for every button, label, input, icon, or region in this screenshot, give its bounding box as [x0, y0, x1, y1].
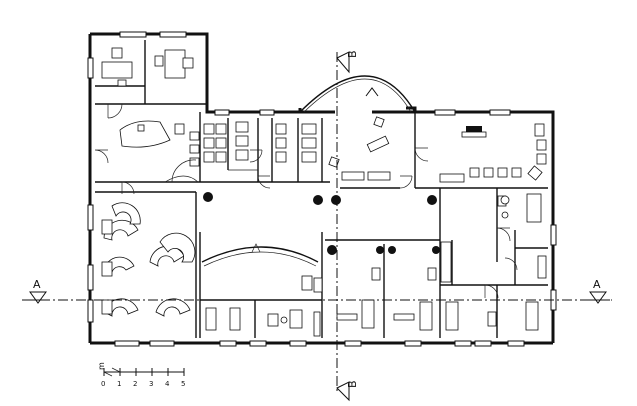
salon-chairs [101, 202, 196, 317]
section-marker-b-bottom: B [336, 380, 359, 402]
section-label-a-right: A [593, 278, 601, 291]
windows [87, 31, 557, 347]
scale-bar: m 0 1 2 3 4 5 [97, 362, 185, 388]
doors [94, 103, 518, 299]
scale-tick-2: 2 [133, 380, 137, 388]
entry-rotunda [299, 75, 416, 113]
office-furniture [101, 47, 200, 183]
treatment-beds [205, 193, 547, 337]
foyer-furniture [328, 116, 547, 183]
scale-tick-1: 1 [117, 380, 121, 388]
scale-tick-4: 4 [165, 380, 170, 388]
section-marker-a-left: A [26, 278, 50, 304]
section-label-b-top: B [346, 50, 359, 58]
section-marker-a-right: A [586, 278, 610, 304]
section-label-b-bottom: B [346, 380, 359, 388]
plants [203, 192, 440, 255]
section-marker-b-top: B [336, 50, 359, 74]
scale-unit-label: m [97, 362, 106, 370]
scale-tick-3: 3 [149, 380, 153, 388]
section-label-a-left: A [33, 278, 41, 291]
scale-tick-5: 5 [181, 380, 185, 388]
interior-walls [95, 40, 548, 338]
scale-tick-0: 0 [101, 380, 105, 388]
wc-fixtures [203, 121, 317, 171]
